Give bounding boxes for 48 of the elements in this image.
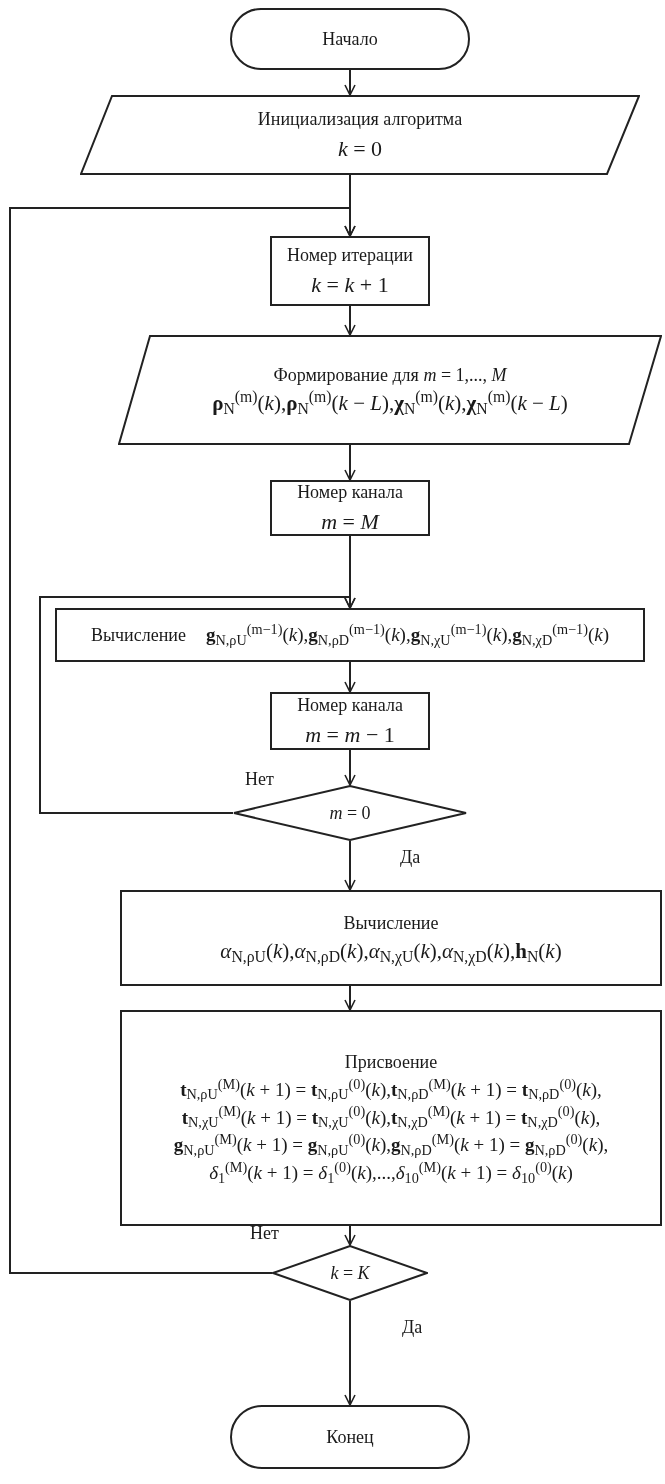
arrow <box>344 69 356 96</box>
formula: m = M <box>321 507 379 535</box>
formula: g$_{N,ρU}$$^{(M)}$(k + 1) = g$_{N,ρU}$$^{(0)}$(k),g$_{N,ρD}$$^{(M)}$(k + 1) = g$_{N,ρD}$$^{(0)}$(k), <box>173 1133 609 1157</box>
process-box <box>270 692 430 750</box>
arrow <box>344 749 356 786</box>
decision-diamond <box>233 785 467 841</box>
node-label: Вычисление <box>90 623 186 647</box>
arrow <box>344 1300 356 1406</box>
node-label: Присвоение <box>344 1051 438 1074</box>
node-label: Номер итерации <box>287 244 413 267</box>
node-label: m = 0 <box>329 801 371 825</box>
formula: g$_{N,ρU}$$^{(m−1)}$(k),g$_{N,ρD}$$^{(m−1)}$(k),g$_{N,χU}$$^{(m−1)}$(k),g$_{N,χD}$$^{(m−1)}$(k) <box>205 623 610 647</box>
arrow <box>344 305 356 336</box>
terminal-pill <box>230 1405 470 1469</box>
formula: t$_{N,χU}$$^{(M)}$(k + 1) = t$_{N,χU}$$^{(0)}$(k),t$_{N,χD}$$^{(M)}$(k + 1) = t$_{N,χD}$$^{(0)}$(k), <box>181 1105 601 1130</box>
edge-label: Да <box>398 848 423 866</box>
formula: α$_{N,ρU}$(k),α$_{N,ρD}$(k),α$_{N,χU}$(k),α$_{N,χD}$(k),h$_{N}$(k) <box>220 938 562 965</box>
decision-diamond <box>272 1245 428 1301</box>
process-box <box>55 608 645 662</box>
formula: δ$_{1}$$^{(M)}$(k + 1) = δ$_{1}$$^{(0)}$(k),...,δ$_{10}$$^{(M)}$(k + 1) = δ$_{10}$$^{(0)}$(k) <box>209 1161 573 1185</box>
node-label: Начало <box>322 27 378 51</box>
node-label: Номер канала <box>297 481 403 504</box>
process-box <box>270 480 430 536</box>
arrow <box>344 840 356 891</box>
formula: m = m − 1 <box>305 720 395 748</box>
arrow <box>344 444 356 481</box>
node-label: Конец <box>326 1425 374 1449</box>
formula: ρ$_{N}$$^{(m)}$(k),ρ$_{N}$$^{(m)}$(k − L),χ$_{N}$$^{(m)}$(k),χ$_{N}$$^{(m)}$(k − L) <box>212 390 568 417</box>
process-box <box>120 890 662 986</box>
arrow <box>344 1225 356 1246</box>
formula: k = k + 1 <box>311 270 389 298</box>
node-label: Вычисление <box>343 911 439 935</box>
formula: k = 0 <box>337 134 383 162</box>
arrow <box>39 596 356 814</box>
node-label: Формирование для m = 1,..., M <box>273 363 507 387</box>
edge-label: Нет <box>243 770 276 788</box>
node-label: Инициализация алгоритма <box>257 108 463 131</box>
process-box <box>120 1010 662 1226</box>
arrow <box>344 661 356 693</box>
arrow <box>9 207 356 1274</box>
node-label: k = K <box>330 1261 370 1285</box>
node-label: Номер канала <box>297 694 403 717</box>
edge-label: Да <box>400 1318 425 1336</box>
input-output-parallelogram <box>80 95 640 175</box>
input-output-parallelogram <box>118 335 662 445</box>
process-box <box>270 236 430 306</box>
arrow <box>344 985 356 1011</box>
formula: t$_{N,ρU}$$^{(M)}$(k + 1) = t$_{N,ρU}$$^{(0)}$(k),t$_{N,ρD}$$^{(M)}$(k + 1) = t$_{N,ρD}$$^{(0)}$(k), <box>180 1077 602 1102</box>
